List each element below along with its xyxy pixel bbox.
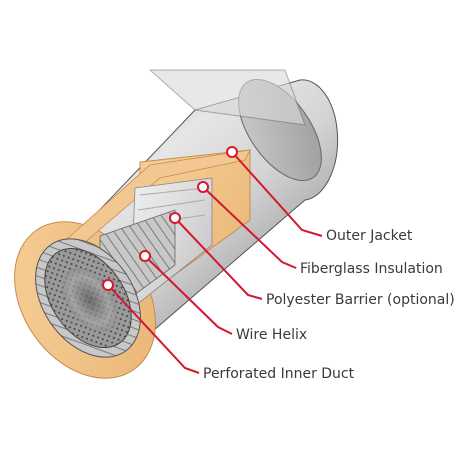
leader-fiberglass-insulation	[202, 186, 297, 269]
leader-perforated-inner-duct	[107, 284, 200, 374]
marker-perforated-inner-duct	[102, 279, 114, 291]
marker-outer-jacket	[226, 146, 238, 158]
leader-lines	[102, 146, 323, 374]
marker-polyester-barrier	[169, 212, 181, 224]
label-perforated-inner-duct: Perforated Inner Duct	[203, 366, 355, 382]
label-polyester-barrier: Polyester Barrier (optional)	[266, 292, 455, 308]
leader-outer-jacket	[231, 151, 323, 237]
leader-polyester-barrier	[174, 217, 263, 300]
marker-wire-helix	[139, 250, 151, 262]
label-wire-helix: Wire Helix	[236, 327, 307, 343]
label-outer-jacket: Outer Jacket	[326, 228, 413, 244]
leader-wire-helix	[144, 255, 233, 335]
labels: Outer Jacket Fiberglass Insulation Polye…	[203, 228, 455, 382]
marker-fiberglass-insulation	[197, 181, 209, 193]
label-fiberglass-insulation: Fiberglass Insulation	[300, 261, 443, 277]
